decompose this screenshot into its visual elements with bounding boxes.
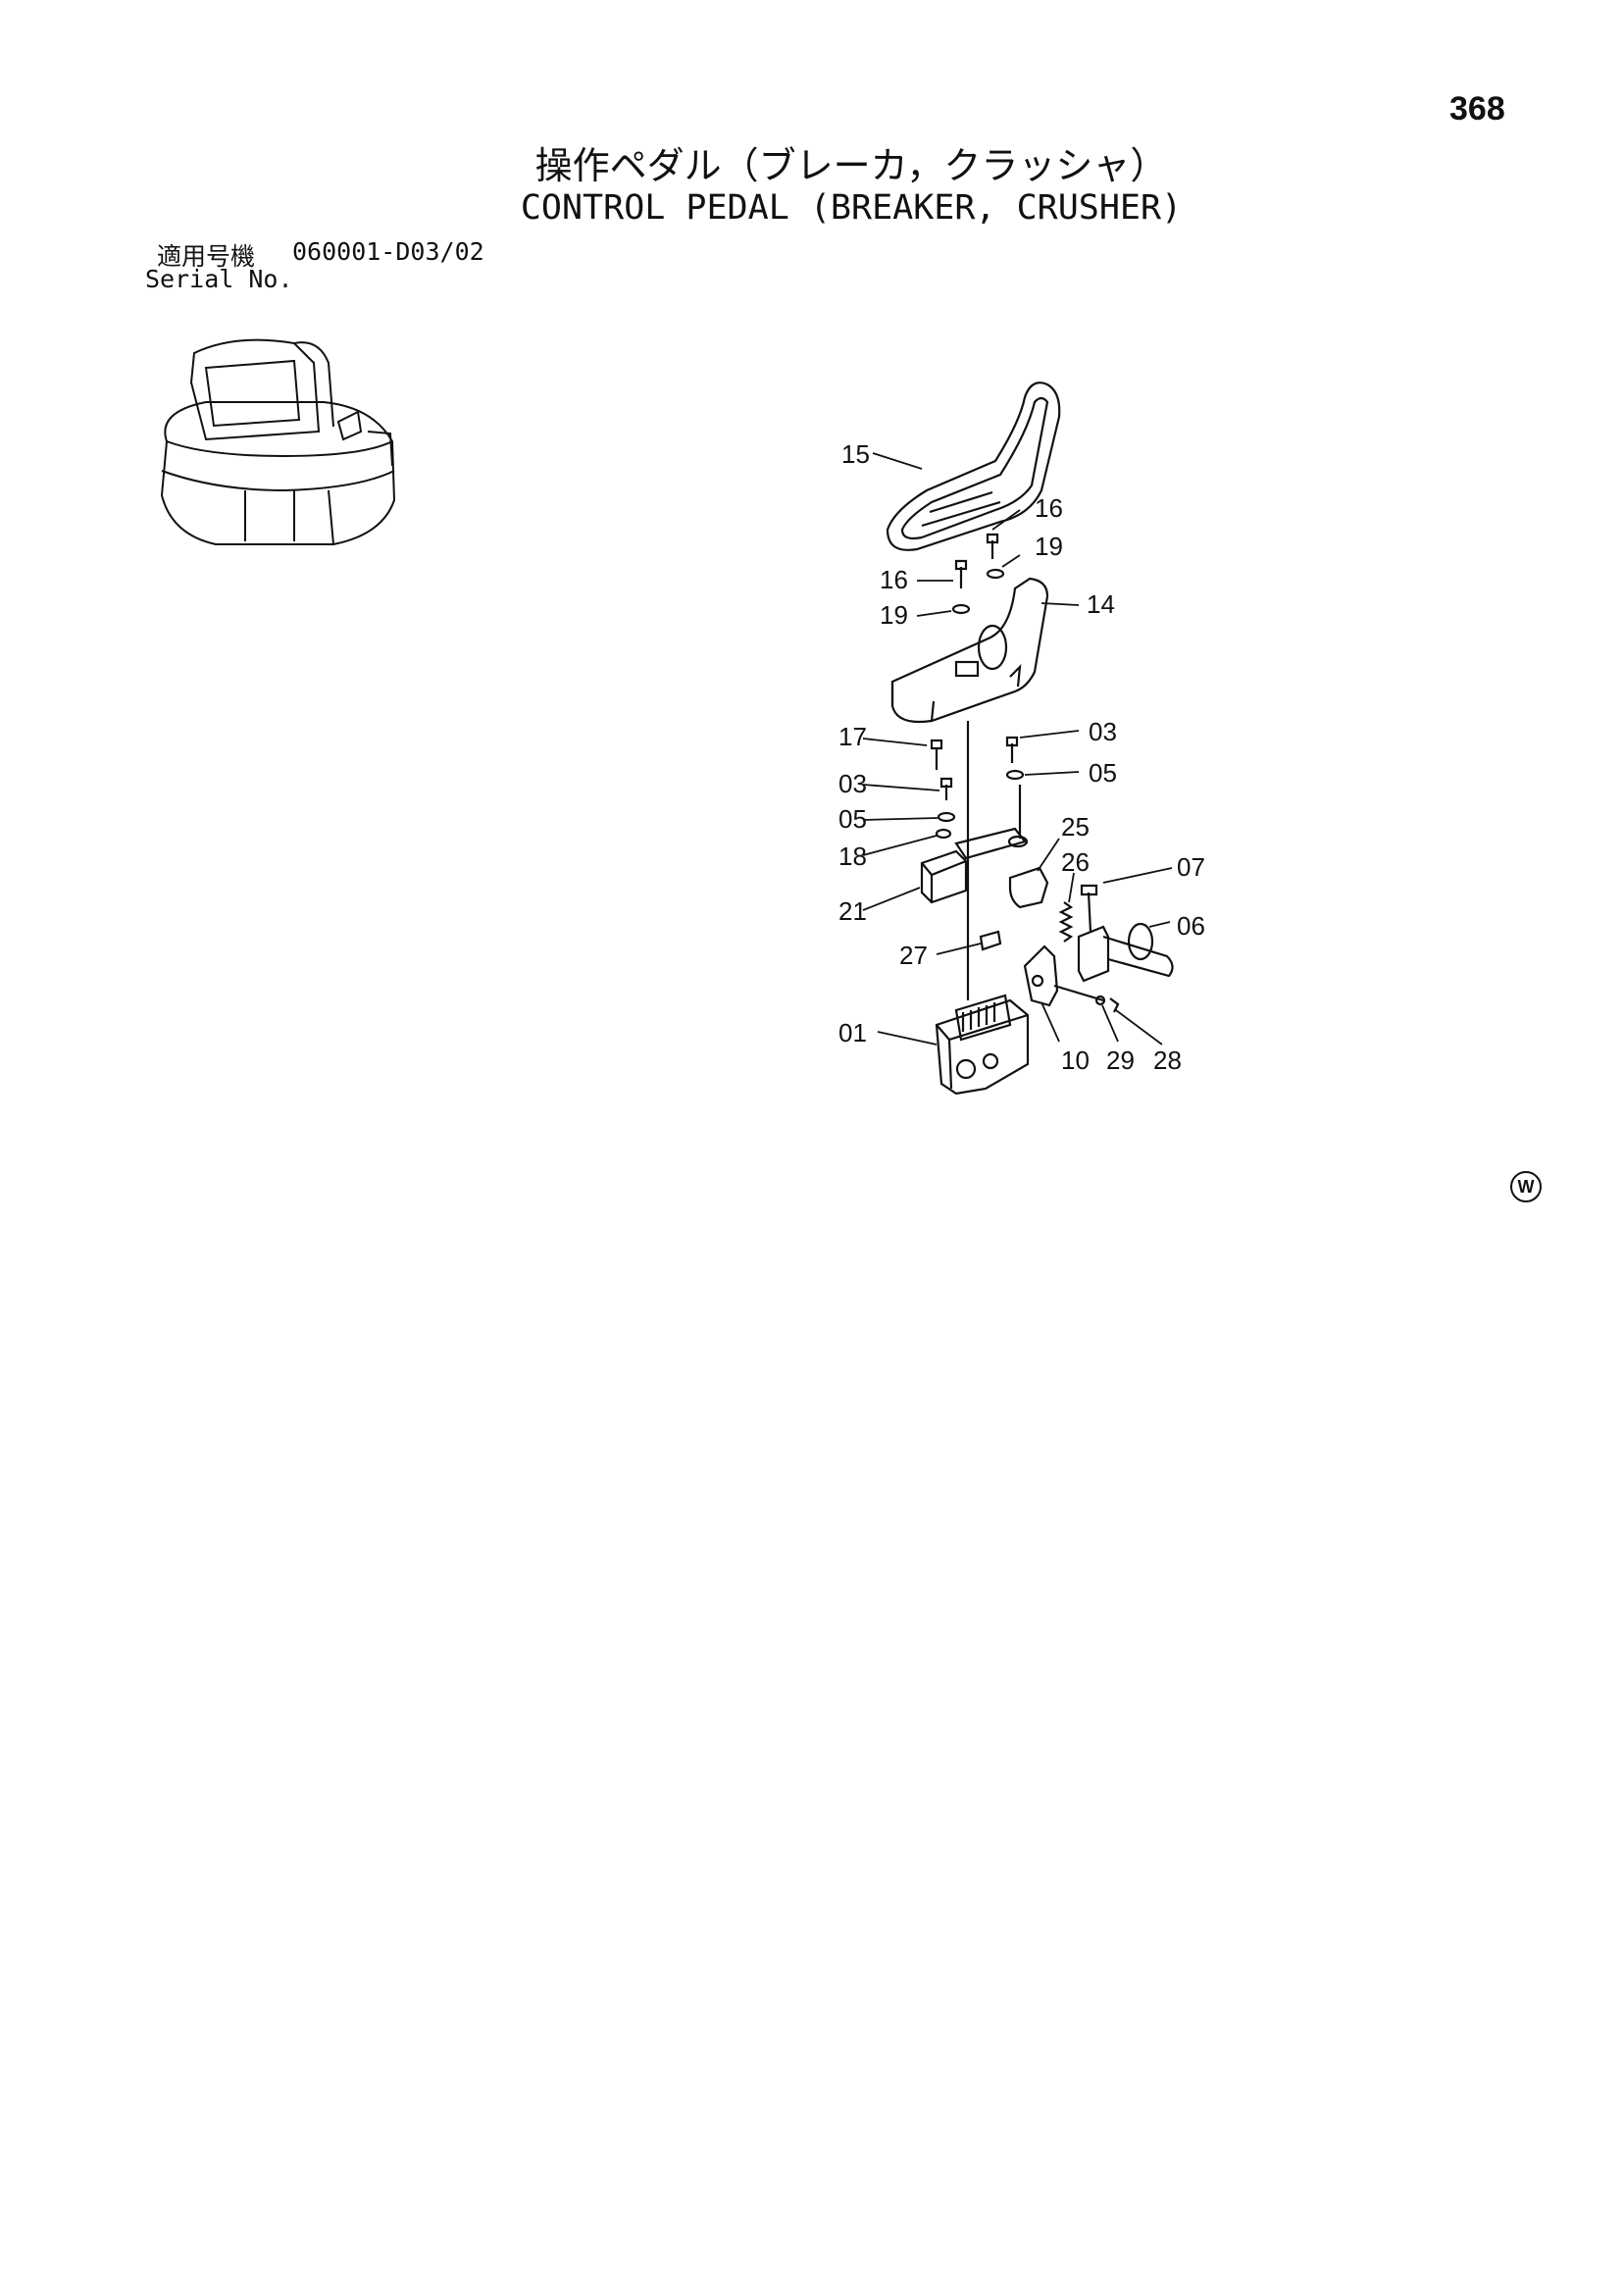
callout-labels: 15 16 19 16 19 14 17 03 03 05 05 18 25 2… <box>838 439 1205 1075</box>
callout-01: 01 <box>838 1018 867 1047</box>
part-15-pedal-pad <box>886 382 1061 551</box>
callout-29: 29 <box>1106 1046 1135 1075</box>
callout-25: 25 <box>1061 812 1090 842</box>
callout-17: 17 <box>838 722 867 751</box>
part-01-valve-body <box>935 998 1030 1096</box>
page-title-english: CONTROL PEDAL (BREAKER, CRUSHER) <box>520 188 1183 228</box>
callout-26: 26 <box>1061 847 1090 877</box>
page-title-japanese: 操作ペダル（ブレーカ，クラッシャ） <box>534 144 1168 187</box>
circled-w-mark: W <box>1510 1171 1542 1202</box>
callout-27: 27 <box>899 941 928 970</box>
callout-19-upper: 19 <box>1035 532 1063 561</box>
callout-10: 10 <box>1061 1046 1090 1075</box>
callout-18: 18 <box>838 842 867 871</box>
part-26-spring <box>1058 901 1074 943</box>
serial-value: 060001-D03/02 <box>292 237 484 266</box>
part-10-plate <box>1023 944 1059 1007</box>
callout-07: 07 <box>1177 852 1205 882</box>
callout-21: 21 <box>838 896 867 926</box>
serial-label-english: Serial No. <box>145 265 293 293</box>
page-number: 368 <box>1449 90 1505 128</box>
part-25-lever <box>1008 866 1049 909</box>
serial-label-japanese: 適用号機 <box>157 242 256 271</box>
part-06-pin-bracket <box>1077 925 1110 983</box>
callout-16-upper: 16 <box>1035 493 1063 523</box>
callout-03-right: 03 <box>1089 717 1117 746</box>
callout-15: 15 <box>841 439 870 469</box>
part-14-pedal <box>890 577 1049 724</box>
callout-28: 28 <box>1153 1046 1182 1075</box>
callout-06: 06 <box>1177 911 1205 941</box>
callout-03-left: 03 <box>838 769 867 798</box>
part-21-bracket <box>920 849 968 904</box>
callout-05-left: 05 <box>838 804 867 834</box>
callout-16-left: 16 <box>880 565 908 594</box>
callout-05-right: 05 <box>1089 758 1117 788</box>
machine-locator-illustration <box>160 338 396 545</box>
callout-14: 14 <box>1087 589 1115 619</box>
callout-19-left: 19 <box>880 600 908 630</box>
